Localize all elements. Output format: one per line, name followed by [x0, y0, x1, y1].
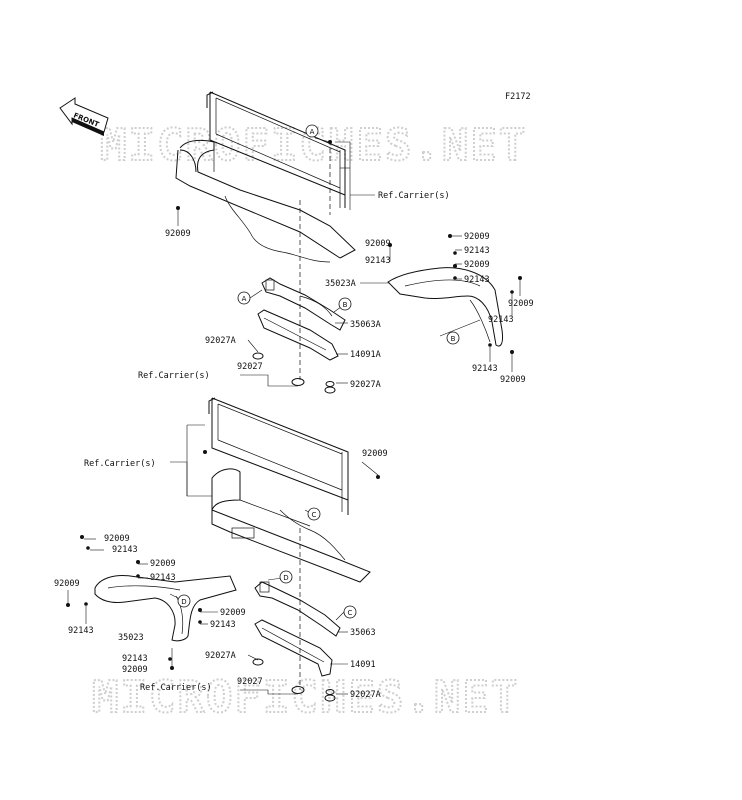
label-92143-mid: 92143: [210, 620, 236, 630]
lower-fender-35023: [94, 575, 237, 642]
callout-d-left: D: [181, 598, 186, 606]
label-35063: 35063: [350, 628, 376, 638]
label-92009-mid: 92009: [220, 608, 246, 618]
label-ref-carrier-lower-bottom: Ref.Carrier(s): [140, 683, 212, 693]
upper-leader-lines: [177, 137, 521, 387]
upper-carrier-frame: [175, 91, 356, 380]
callout-b-right: B: [451, 335, 456, 343]
label-92009-l1: 92009: [104, 534, 130, 544]
label-92027-upper: 92027: [237, 362, 263, 372]
label-92143-l4: 92143: [122, 654, 148, 664]
label-ref-carrier-upper-right: Ref.Carrier(s): [378, 191, 450, 201]
lower-washers: [252, 658, 336, 702]
label-92027-lower: 92027: [237, 677, 263, 687]
callout-d-mid: D: [283, 574, 288, 582]
label-92143-l1: 92143: [112, 545, 138, 555]
lower-callouts: C D C D: [177, 507, 357, 619]
label-14091: 14091: [350, 660, 376, 670]
label-92009-upper-left: 92009: [165, 229, 191, 239]
label-92027a-upper-left: 92027A: [205, 336, 236, 346]
label-ref-carrier-upper-left: Ref.Carrier(s): [138, 371, 210, 381]
lower-bracket-35063: [254, 581, 341, 637]
label-92027a-lower-bottom: 92027A: [350, 690, 381, 700]
label-92009-l2: 92009: [150, 559, 176, 569]
callout-c-top: C: [312, 511, 317, 519]
label-92009-upper-mid: 92009: [365, 239, 391, 249]
label-92009-r3: 92009: [508, 299, 534, 309]
label-92027a-lower-left: 92027A: [205, 651, 236, 661]
label-92027a-upper-bottom: 92027A: [350, 380, 381, 390]
callout-c-mid: C: [348, 609, 353, 617]
label-92009-lower-right: 92009: [362, 449, 388, 459]
label-92009-r1: 92009: [464, 232, 490, 242]
label-14091a: 14091A: [350, 350, 381, 360]
lower-bracket-14091: [254, 619, 333, 677]
label-35023: 35023: [118, 633, 144, 643]
label-92143-upper-mid: 92143: [365, 256, 391, 266]
figure-id: F2172: [505, 92, 531, 102]
upper-callouts: A A B B: [237, 124, 460, 345]
upper-bracket-14091A: [257, 309, 339, 361]
watermark-bottom: MICROFICHES.NET: [92, 672, 519, 723]
label-92143-r4: 92143: [472, 364, 498, 374]
label-35063a: 35063A: [350, 320, 381, 330]
callout-a-top: A: [310, 128, 315, 136]
lower-carrier-frame: [208, 397, 371, 690]
label-35023a: 35023A: [325, 279, 356, 289]
upper-labels: Ref.Carrier(s) 92009 92009 92143 35023A …: [138, 191, 534, 390]
callout-a-mid: A: [242, 295, 247, 303]
label-92143-r1: 92143: [464, 246, 490, 256]
label-92009-r2: 92009: [464, 260, 490, 270]
lower-screws: [66, 450, 380, 670]
upper-screws: [176, 140, 522, 354]
label-ref-carrier-lower-left: Ref.Carrier(s): [84, 459, 156, 469]
label-92009-r4: 92009: [500, 375, 526, 385]
lower-labels: 92009 Ref.Carrier(s) 92009 92143 92009 9…: [54, 449, 388, 700]
upper-fender-35023A: [387, 267, 503, 347]
upper-bracket-35063A: [261, 277, 346, 331]
label-92143-l3: 92143: [68, 626, 94, 636]
label-92009-l3: 92009: [54, 579, 80, 589]
label-92009-l4: 92009: [122, 665, 148, 675]
label-92143-r2: 92143: [464, 275, 490, 285]
label-92143-l2: 92143: [150, 573, 176, 583]
callout-b-mid: B: [343, 301, 348, 309]
lower-leader-lines: [67, 424, 379, 695]
upper-washers: [252, 352, 336, 394]
label-92143-r3: 92143: [488, 315, 514, 325]
front-arrow-icon: FRONT: [59, 97, 109, 136]
